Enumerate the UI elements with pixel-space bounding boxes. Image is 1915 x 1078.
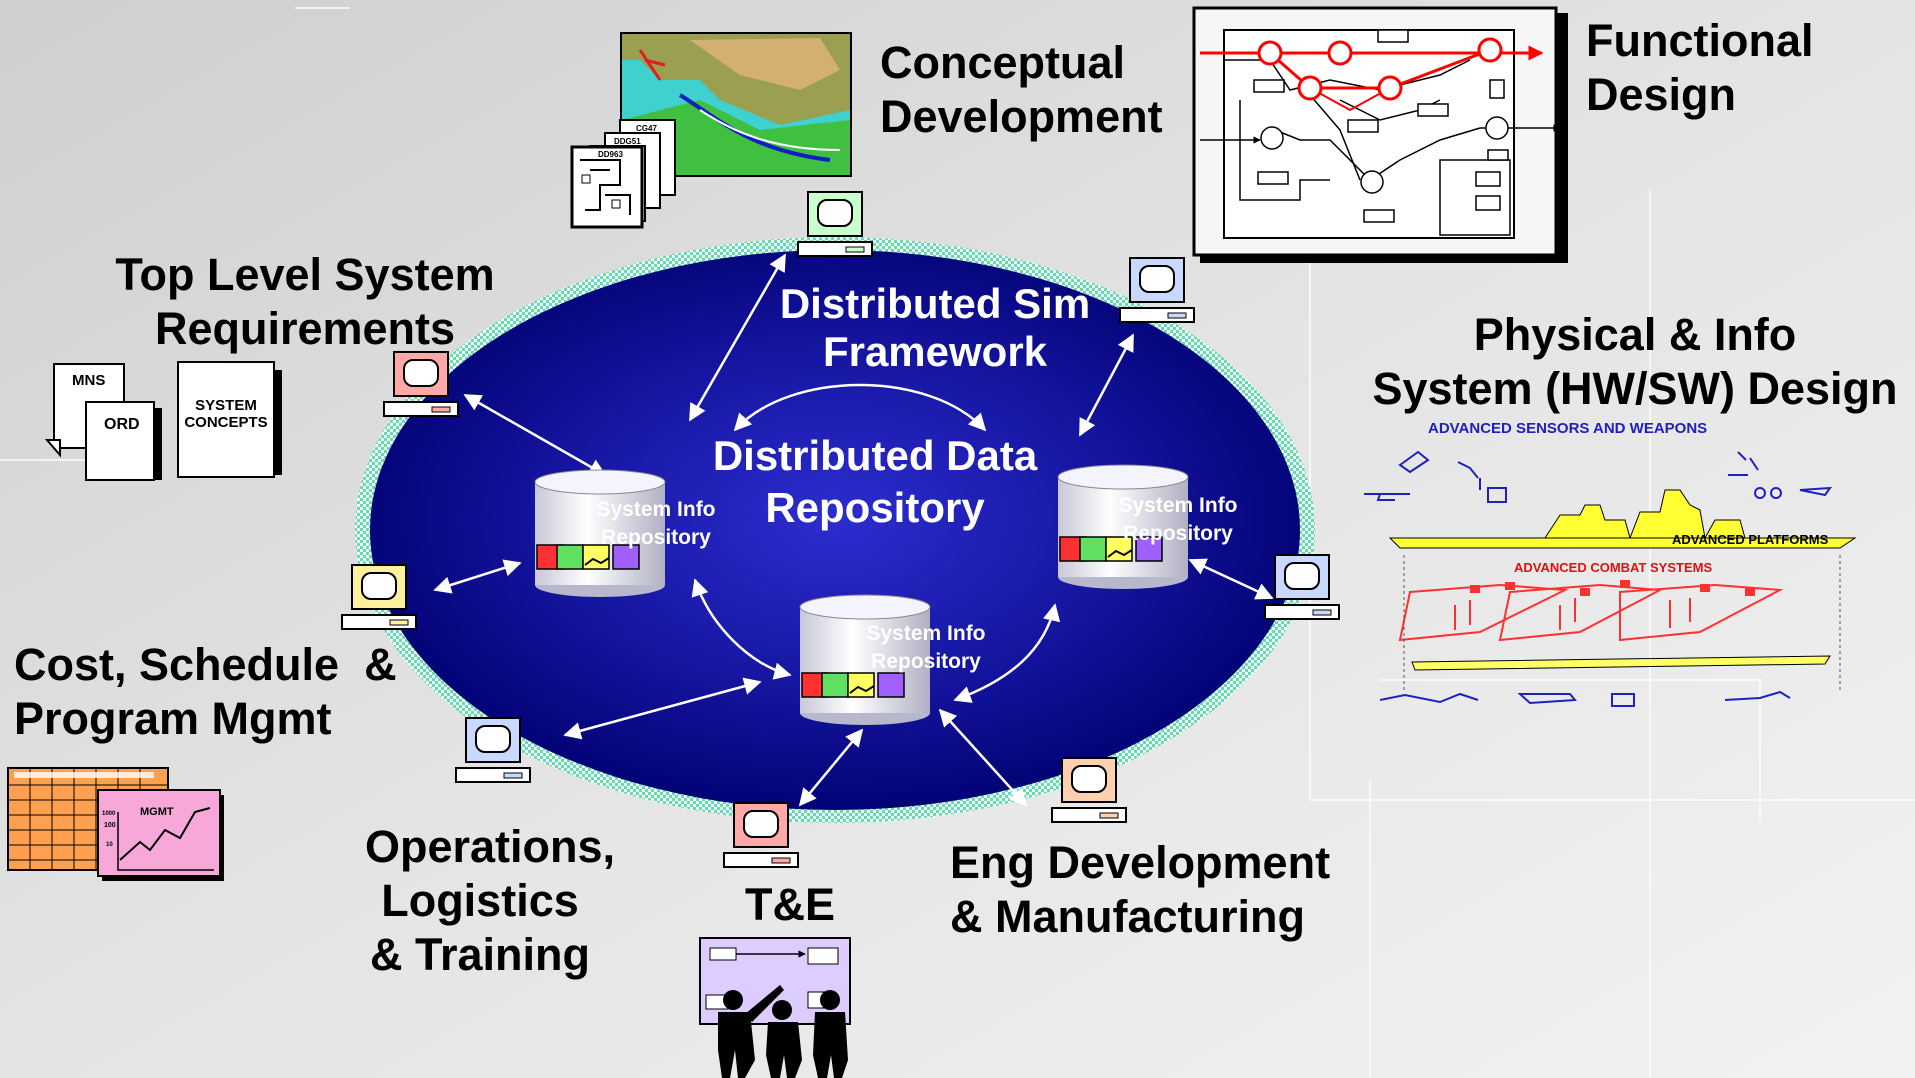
doc-system-concepts-label: SYSTEM CONCEPTS [180,397,272,431]
mgmt-tick-10: 10 [106,842,113,848]
label-physical-info-design: Physical & Info System (HW/SW) Design [1365,308,1905,416]
repository-cylinder [534,469,666,597]
doc-cg47-label: CG47 [636,124,657,133]
label-line: Repository [601,526,711,549]
workstation-icon [723,802,799,868]
label-line: & Manufacturing [950,891,1305,942]
doc-mns-label: MNS [72,372,106,389]
ship-combat-label: ADVANCED COMBAT SYSTEMS [1514,560,1713,575]
ship-class-documents [570,119,676,229]
label-cost-schedule: Cost, Schedule & Program Mgmt [14,638,397,746]
label-eng-development: Eng Development & Manufacturing [950,836,1330,944]
label-line: CONCEPTS [184,414,268,431]
label-line: Repository [765,484,985,531]
label-line: System Info [596,498,716,521]
label-top-level-requirements: Top Level System Requirements [100,248,510,356]
label-line: Framework [822,328,1048,375]
repository-cylinder [799,594,931,725]
advanced-systems-illustration [1364,450,1857,707]
label-line: Physical & Info [1473,309,1797,360]
mgmt-chart-image [97,789,224,881]
label-line: Development [880,91,1163,142]
label-line: Cost, Schedule & [14,639,397,690]
doc-ord-label: ORD [104,416,140,433]
workstation-icon [341,564,417,630]
label-line: Program Mgmt [14,693,332,744]
mgmt-tick-100: 100 [104,822,116,829]
label-line: Distributed Data [712,432,1038,479]
label-line: Repository [871,650,981,673]
te-briefing-image [699,937,851,1078]
label-line: Operations, [364,821,616,872]
mgmt-tick-1000: 1000 [102,811,116,817]
label-conceptual-development: Conceptual Development [880,36,1163,144]
label-line: Top Level System [115,249,495,300]
workstation-icon [1051,757,1127,823]
label-line: Distributed Sim [779,280,1091,327]
label-line: SYSTEM [195,397,257,414]
label-line: Requirements [154,303,456,354]
repository-cylinder [1057,464,1189,589]
label-line: System Info [866,622,986,645]
doc-ddg51-label: DDG51 [614,137,641,146]
distributed-sim-framework-title: Distributed Sim Framework [755,280,1115,376]
label-line: Repository [1123,522,1233,545]
label-functional-design: Functional Design [1586,14,1813,122]
label-line: System (HW/SW) Design [1372,363,1898,414]
doc-dd963-label: DD963 [598,150,623,159]
workstation-icon [797,191,873,257]
terrain-map-image [620,32,852,177]
flow-arrows [433,253,1274,807]
label-line: Eng Development [950,837,1331,888]
distributed-sim-ellipse [355,237,1315,823]
functional-design-diagram [1192,6,1568,263]
workstation-icon [1119,257,1195,323]
label-line: Conceptual [880,37,1126,88]
ship-platforms-label: ADVANCED PLATFORMS [1672,532,1829,547]
workstation-icon [383,351,459,417]
ship-sensors-label: ADVANCED SENSORS AND WEAPONS [1428,420,1708,437]
label-te: T&E [745,879,835,930]
label-line: System Info [1118,494,1238,517]
mgmt-chart-label: MGMT [140,806,174,818]
workstation-icon [455,717,531,783]
label-operations-logistics: Operations, Logistics & Training [355,820,625,982]
distributed-data-repository-title: Distributed Data Repository [690,430,1060,534]
label-line: Logistics [381,875,579,926]
label-line: Design [1586,69,1737,120]
requirements-documents [44,361,282,481]
label-line: Functional [1586,15,1814,66]
workstation-icon [1264,554,1340,620]
label-line: & Training [369,929,590,980]
